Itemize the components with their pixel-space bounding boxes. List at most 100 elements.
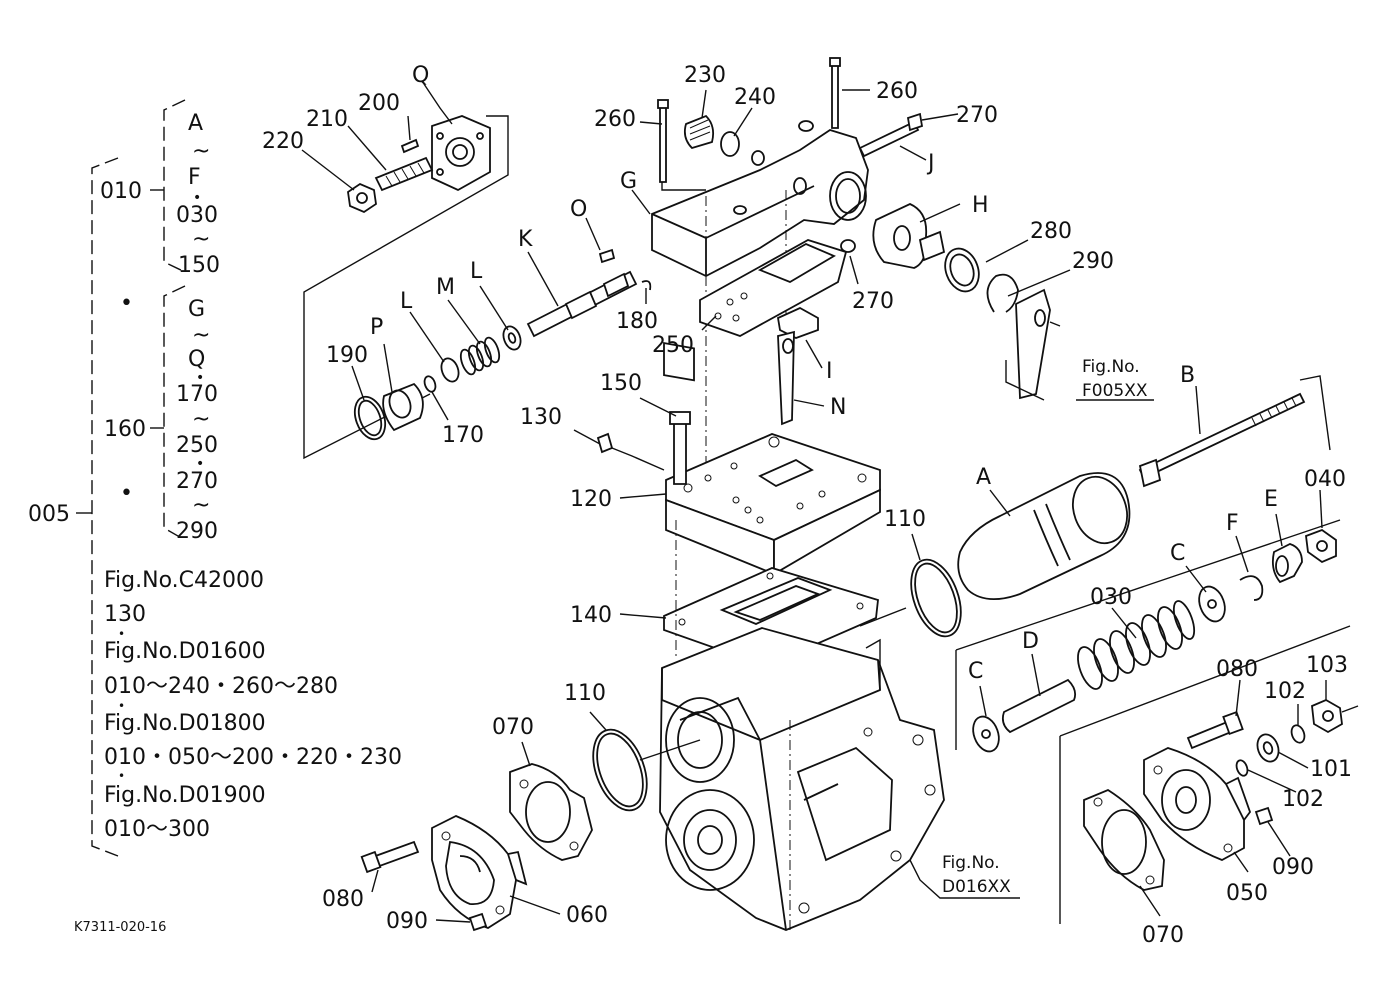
range-item: ~ <box>192 139 210 164</box>
callout-280: 280 <box>1030 219 1072 244</box>
group-010-label: 010 <box>100 179 142 204</box>
reference-line: Fig.No.C42000 <box>104 568 264 593</box>
callout-102-lower: 102 <box>1282 787 1324 812</box>
range-item: ~ <box>192 493 210 518</box>
callout-220: 220 <box>262 129 304 154</box>
group-160-label: 160 <box>104 417 146 442</box>
governor-housing <box>651 57 1061 520</box>
callout-090-left: 090 <box>386 909 428 934</box>
reference-line: Fig.No.D01900 <box>104 783 266 808</box>
callout-080-right: 080 <box>1216 657 1258 682</box>
callout-040: 040 <box>1304 467 1346 492</box>
separator-dot: • <box>120 291 133 316</box>
callout-b: B <box>1180 363 1195 388</box>
reference-line: • <box>118 627 125 641</box>
callout-260-left: 260 <box>594 107 636 132</box>
gasket-and-link <box>699 239 848 426</box>
pump-housing <box>659 627 1020 931</box>
range-item: 250 <box>176 433 218 458</box>
callout-050: 050 <box>1226 881 1268 906</box>
callout-d: D <box>1022 629 1039 654</box>
callout-070-right: 070 <box>1142 923 1184 948</box>
reference-line: • <box>118 769 125 783</box>
callout-270-top: 270 <box>956 103 998 128</box>
separator-dot: • <box>120 481 133 506</box>
callout-n: N <box>830 395 846 420</box>
reference-line: 010〜300 <box>104 817 210 842</box>
range-item: 170 <box>176 382 218 407</box>
reference-line: 010・050〜200・220・230 <box>104 745 402 770</box>
callout-j: J <box>926 151 935 176</box>
drawing-code: K7311-020-16 <box>74 920 166 935</box>
fig-ref-text: Fig.No. <box>1082 357 1140 377</box>
range-g-to-290: G ~ Q • 170 ~ 250 • 270 ~ 290 <box>176 297 218 544</box>
callout-030: 030 <box>1090 585 1132 610</box>
left-end-plate <box>360 728 701 932</box>
callout-c-right: C <box>1170 541 1185 566</box>
reference-line: 130 <box>104 602 146 627</box>
callout-l-left: L <box>400 289 413 314</box>
range-item: ~ <box>192 323 210 348</box>
range-item: ~ <box>192 227 210 252</box>
callout-150: 150 <box>600 371 642 396</box>
callout-h: H <box>972 193 989 218</box>
callout-m: M <box>436 275 455 300</box>
callout-290: 290 <box>1072 249 1114 274</box>
range-item: ~ <box>192 407 210 432</box>
callout-a: A <box>976 465 991 490</box>
callout-250: 250 <box>652 333 694 358</box>
range-item: Q <box>188 347 205 372</box>
callout-o: O <box>570 197 587 222</box>
fig-ref-text: F005XX <box>1082 381 1148 401</box>
callout-130: 130 <box>520 405 562 430</box>
fig-ref-text: Fig.No. <box>942 853 1000 873</box>
callout-f: F <box>1226 511 1239 536</box>
range-item: • <box>196 456 204 472</box>
callout-060: 060 <box>566 903 608 928</box>
callout-g: G <box>620 169 637 194</box>
governor-spring-assembly <box>303 115 652 460</box>
right-end-plate <box>1083 698 1359 891</box>
callout-230: 230 <box>684 63 726 88</box>
callout-210: 210 <box>306 107 348 132</box>
range-item: 270 <box>176 469 218 494</box>
range-item: 150 <box>178 253 220 278</box>
callout-k: K <box>518 227 533 252</box>
callout-c-left: C <box>968 659 983 684</box>
callout-l-right: L <box>470 259 483 284</box>
figure-reference-d016xx: Fig.No. D016XX <box>942 853 1011 897</box>
callout-270-lower: 270 <box>852 289 894 314</box>
range-a-to-150: A ~ F • 030 ~ 150 <box>176 111 220 278</box>
callout-i: I <box>826 359 833 384</box>
callout-101: 101 <box>1310 757 1352 782</box>
callout-110-right: 110 <box>884 507 926 532</box>
callout-260-right: 260 <box>876 79 918 104</box>
callout-240: 240 <box>734 85 776 110</box>
range-item: G <box>188 297 205 322</box>
range-item: A <box>188 111 203 136</box>
callout-190: 190 <box>326 343 368 368</box>
leader-lines <box>301 83 1327 923</box>
reference-line: Fig.No.D01600 <box>104 639 266 664</box>
group-005-label: 005 <box>28 502 70 527</box>
top-cover-and-gasket <box>596 411 881 667</box>
range-item: 030 <box>176 203 218 228</box>
range-item: 290 <box>176 519 218 544</box>
callout-103: 103 <box>1306 653 1348 678</box>
callout-120: 120 <box>570 487 612 512</box>
callout-labels: Q 200 210 220 230 240 260 260 270 J G H … <box>262 63 1352 948</box>
callout-180: 180 <box>616 309 658 334</box>
callout-110-left: 110 <box>564 681 606 706</box>
callout-102-upper: 102 <box>1264 679 1306 704</box>
reference-line: • <box>118 699 125 713</box>
range-item: • <box>193 190 201 206</box>
callout-090-right: 090 <box>1272 855 1314 880</box>
parts-index: 005 010 160 • • A ~ F • 030 ~ 150 G ~ Q … <box>28 99 402 935</box>
figure-references: Fig.No.C42000 130 • Fig.No.D01600 010〜24… <box>104 568 402 842</box>
callout-080-left: 080 <box>322 887 364 912</box>
callout-170: 170 <box>442 423 484 448</box>
callout-070-left: 070 <box>492 715 534 740</box>
range-item: • <box>196 370 204 386</box>
reference-line: Fig.No.D01800 <box>104 711 266 736</box>
